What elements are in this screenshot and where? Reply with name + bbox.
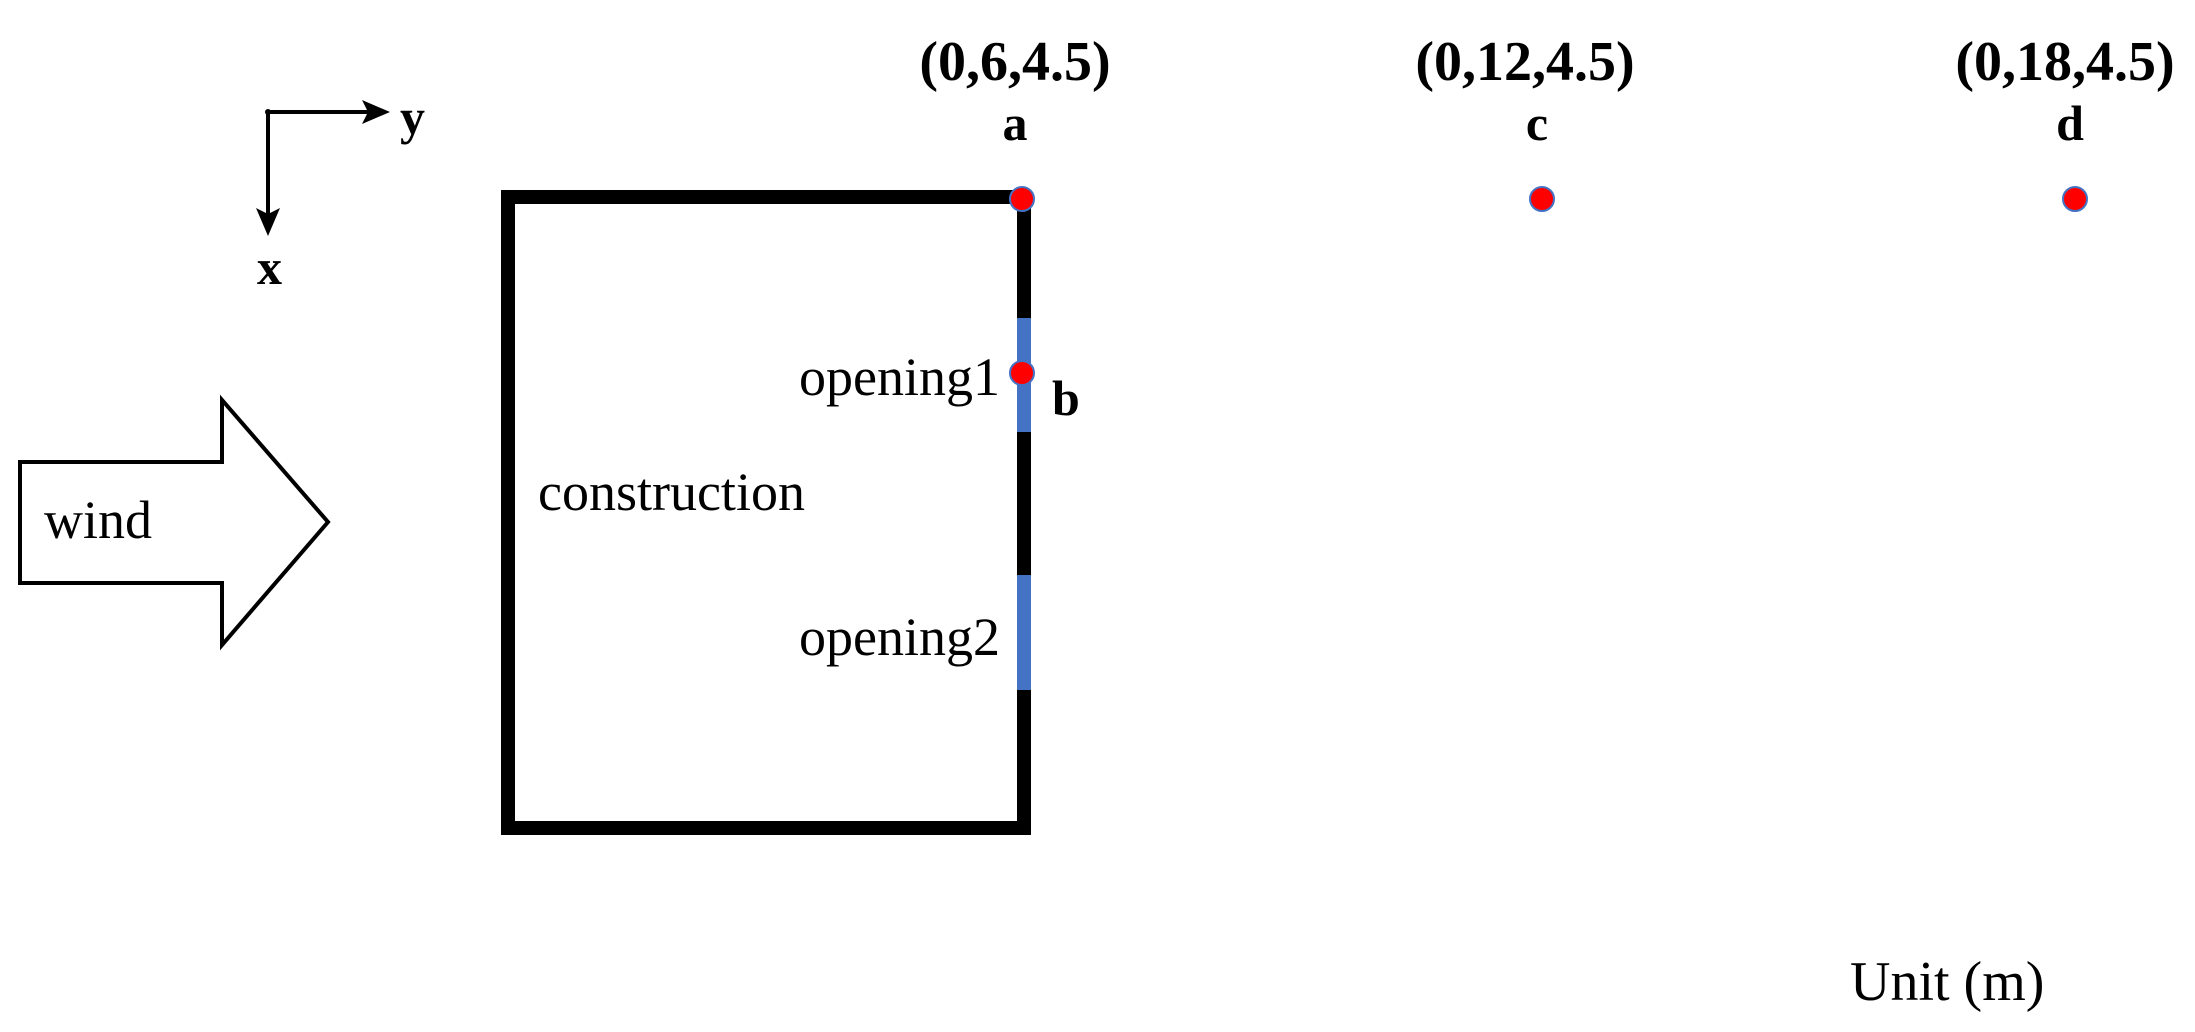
axis-indicator: y x: [256, 89, 425, 295]
point-b-marker: [1009, 360, 1035, 386]
measurement-points: (0,6,4.5) a b (0,12,4.5) c (0,18,4.5) d: [919, 31, 2174, 426]
point-d-letter: d: [2056, 95, 2084, 151]
wind-label: wind: [44, 490, 152, 550]
point-d-coord: (0,18,4.5): [1955, 31, 2174, 93]
opening2-label: opening2: [799, 607, 1000, 667]
unit-label: Unit (m): [1850, 951, 2044, 1013]
construction-walls: [501, 190, 1024, 835]
construction-label: construction: [538, 462, 805, 522]
x-axis-arrowhead: [256, 208, 280, 236]
point-b-letter: b: [1052, 370, 1080, 426]
wind-arrow: wind: [18, 394, 331, 651]
opening1-label: opening1: [799, 347, 1000, 407]
point-a-letter: a: [1003, 95, 1028, 151]
axis-origin: [265, 109, 271, 115]
point-c-letter: c: [1526, 95, 1548, 151]
point-a-marker: [1009, 186, 1035, 212]
x-axis-label: x: [257, 239, 282, 295]
construction: construction opening1 opening2: [501, 190, 1031, 835]
y-axis-arrowhead: [362, 100, 390, 124]
point-c-coord: (0,12,4.5): [1415, 31, 1634, 93]
point-d-marker: [2062, 186, 2088, 212]
y-axis-label: y: [400, 89, 425, 145]
wind-arrow-shape: [18, 394, 331, 651]
point-c-marker: [1529, 186, 1555, 212]
point-a-coord: (0,6,4.5): [919, 31, 1110, 93]
